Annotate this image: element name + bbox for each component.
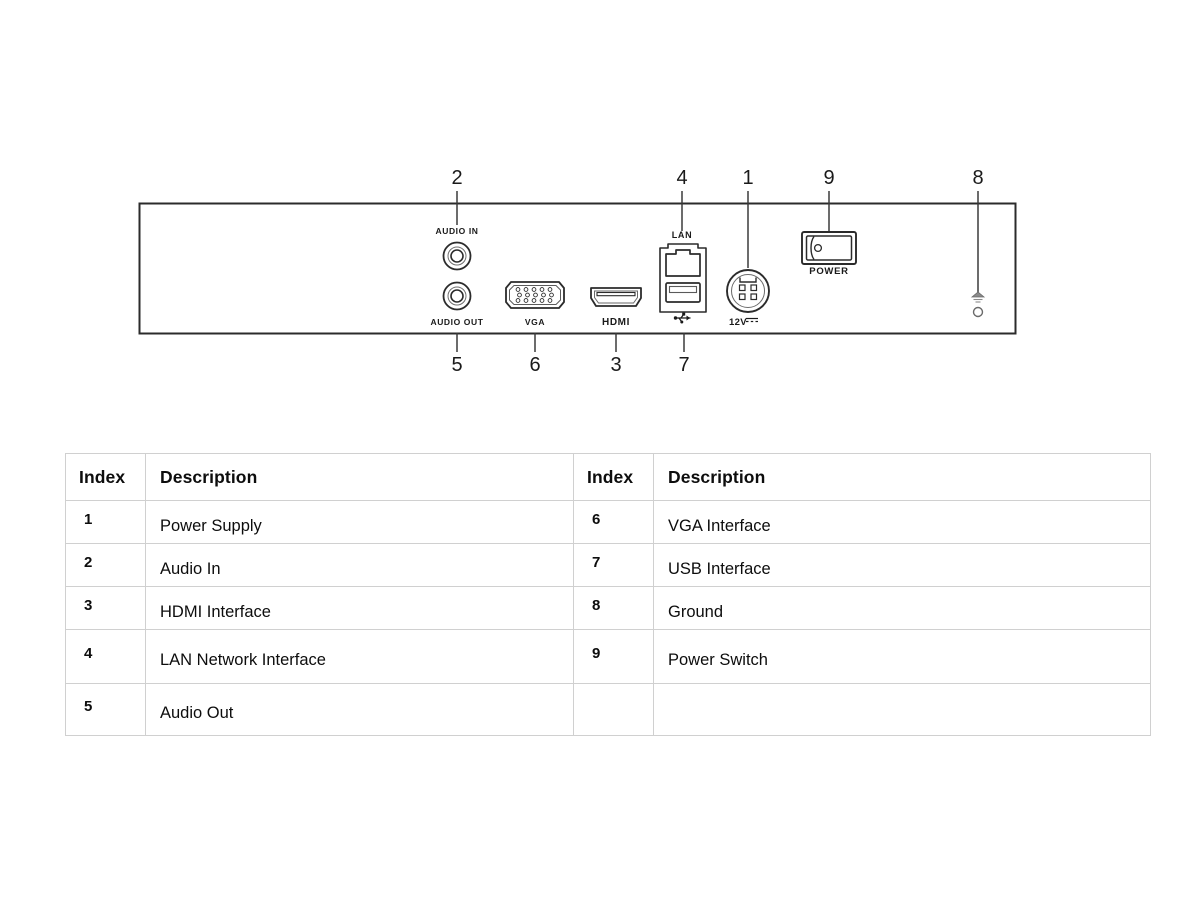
vga-label: VGA [525,317,545,327]
row-index-right: 7 [573,543,654,587]
callout-number-5: 5 [451,354,462,376]
table-row: 5 Audio Out [65,683,1151,736]
row-index-right: 9 [573,629,654,684]
callout-number-1: 1 [742,167,753,189]
table-row: 2 Audio In 7 USB Interface [65,543,1151,587]
row-description-left: HDMI Interface [145,586,574,630]
row-description-left: Audio Out [145,683,574,736]
usb-port [665,282,701,303]
row-description-right: VGA Interface [653,500,1151,544]
row-description-left: Power Supply [145,500,574,544]
power-supply-connector [726,269,770,313]
chassis-outline [138,202,1017,335]
ground-terminal-icon [970,291,986,318]
callout-number-3: 3 [610,354,621,376]
header-description-right: Description [653,453,1151,501]
row-index-right-empty [573,683,654,736]
row-index-left: 4 [65,629,146,684]
row-index-left: 5 [65,683,146,736]
audio-out-label: AUDIO OUT [430,317,483,327]
callout-leaders-top [456,191,979,297]
row-index-right: 8 [573,586,654,630]
rear-panel-diagram: 2 4 1 9 8 5 6 3 7 AUDIO IN [0,0,1200,430]
callout-number-7: 7 [678,354,689,376]
interface-legend-table: Index Description Index Description 1 Po… [65,453,1151,736]
row-description-right: USB Interface [653,543,1151,587]
row-description-right: Ground [653,586,1151,630]
hdmi-port [590,287,642,307]
table-row: 4 LAN Network Interface 9 Power Switch [65,629,1151,684]
audio-in-jack [442,241,472,271]
lan-label: LAN [672,230,693,240]
audio-out-jack [442,281,472,311]
ground-screw-hole [972,306,984,318]
row-index-left: 2 [65,543,146,587]
callout-number-4: 4 [676,167,687,189]
power-switch-label: POWER [809,266,848,277]
table-row: 1 Power Supply 6 VGA Interface [65,500,1151,544]
table-header-row: Index Description Index Description [65,453,1151,501]
callout-number-9: 9 [823,167,834,189]
row-index-left: 1 [65,500,146,544]
row-index-left: 3 [65,586,146,630]
callout-number-2: 2 [451,167,462,189]
usb-trident-icon [673,312,691,324]
dc-voltage-icon [746,317,758,323]
callout-leaders-bottom [456,333,685,352]
header-index-left: Index [65,453,146,501]
table-row: 3 HDMI Interface 8 Ground [65,586,1151,630]
row-description-left: Audio In [145,543,574,587]
hdmi-label: HDMI [602,317,630,328]
power-switch[interactable] [801,231,857,265]
callout-number-6: 6 [529,354,540,376]
row-description-right: Power Switch [653,629,1151,684]
header-index-right: Index [573,453,654,501]
row-index-right: 6 [573,500,654,544]
power-supply-voltage-label: 12V [729,317,747,328]
audio-in-label: AUDIO IN [435,226,478,236]
vga-port [505,281,565,309]
lan-rj45-port [665,249,701,277]
callout-number-8: 8 [972,167,983,189]
header-description-left: Description [145,453,574,501]
row-description-left: LAN Network Interface [145,629,574,684]
row-description-right-empty [653,683,1151,736]
